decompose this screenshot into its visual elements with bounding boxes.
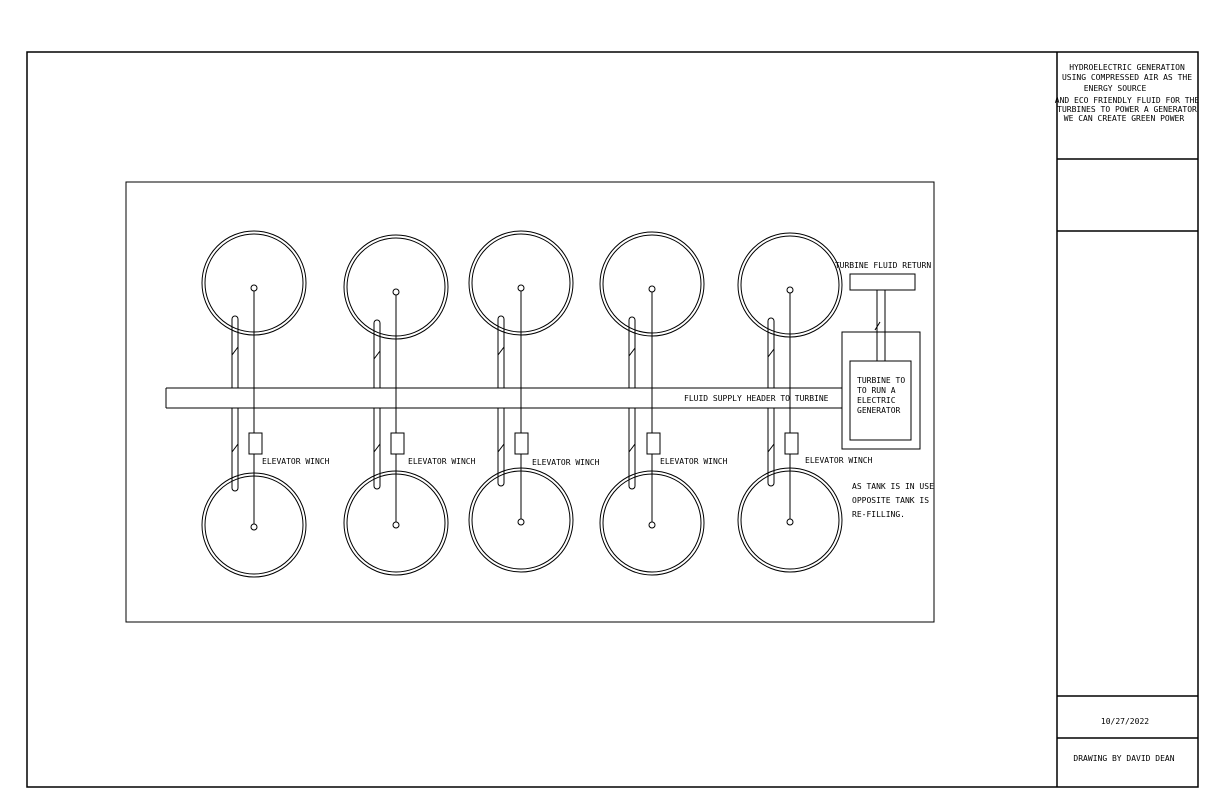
turbine-housing [841, 331, 921, 450]
drawing-date: 10/27/2022 [1101, 717, 1149, 726]
tank-array [201, 230, 843, 578]
note-line-2: OPPOSITE TANK IS [852, 496, 929, 505]
upper-pivot-3 [517, 284, 525, 292]
lower-supply-pipe-2 [373, 408, 381, 490]
turbine-generator-box [849, 360, 912, 441]
note-line-1: AS TANK IS IN USE [852, 482, 934, 491]
upper-pivot-4 [648, 285, 656, 293]
winch-label-4: ELEVATOR WINCH [660, 457, 728, 466]
diagram-frame [125, 181, 935, 623]
lower-pivot-1 [250, 523, 258, 531]
upper-pipe-break-3 [497, 346, 505, 356]
upper-supply-pipe-4 [628, 316, 636, 388]
lower-supply-pipe-5 [767, 408, 775, 487]
upper-supply-pipe-5 [767, 317, 775, 388]
title-line-4: AND ECO FRIENDLY FLUID FOR THE [1055, 96, 1200, 105]
winch-label-2: ELEVATOR WINCH [408, 457, 476, 466]
turbine-label-3: ELECTRIC [857, 396, 896, 405]
turbine-label-2: TO RUN A [857, 386, 896, 395]
lower-pipe-break-1 [231, 443, 239, 453]
supply-header-label: FLUID SUPPLY HEADER TO TURBINE [684, 394, 829, 403]
upper-supply-pipe-2 [373, 319, 381, 388]
lower-pipe-break-4 [628, 443, 636, 453]
upper-supply-pipe-3 [497, 315, 505, 388]
lower-pipe-break-2 [373, 443, 381, 453]
note-line-3: RE-FILLING. [852, 510, 905, 519]
upper-supply-pipe-1 [231, 315, 239, 388]
elevator-winch-1 [248, 432, 263, 455]
winch-label-3: ELEVATOR WINCH [532, 458, 600, 467]
upper-pivot-1 [250, 284, 258, 292]
drawing-author: DRAWING BY DAVID DEAN [1073, 754, 1174, 763]
turbine-label-1: TURBINE TO [857, 376, 905, 385]
title-line-6: WE CAN CREATE GREEN POWER [1064, 114, 1185, 123]
upper-pivot-2 [392, 288, 400, 296]
lower-pipe-break-3 [497, 443, 505, 453]
lower-pipe-break-5 [767, 443, 775, 453]
lower-pivot-4 [648, 521, 656, 529]
elevator-winch-2 [390, 432, 405, 455]
elevator-winch-4 [646, 432, 661, 455]
turbine-return-tank [849, 273, 916, 291]
upper-pipe-break-4 [628, 347, 636, 357]
lower-supply-pipe-3 [497, 408, 505, 487]
sheet-border [26, 51, 1199, 788]
turbine-return-label: TURBINE FLUID RETURN [835, 261, 932, 270]
title-line-2: USING COMPRESSED AIR AS THE [1062, 73, 1192, 82]
winch-label-1: ELEVATOR WINCH [262, 457, 330, 466]
upper-pipe-break-5 [767, 348, 775, 358]
winch-label-5: ELEVATOR WINCH [805, 456, 873, 465]
lower-pivot-3 [517, 518, 525, 526]
upper-pivot-5 [786, 286, 794, 294]
turbine-return-pipe [876, 290, 886, 361]
lower-supply-pipe-4 [628, 408, 636, 490]
title-line-5: TURBINES TO POWER A GENERATOR [1057, 105, 1197, 114]
turbine-return-break [874, 321, 881, 331]
title-line-3: ENERGY SOURCE [1084, 84, 1147, 93]
lower-pivot-5 [786, 518, 794, 526]
upper-pipe-break-1 [231, 346, 239, 356]
title-line-1: HYDROELECTRIC GENERATION [1069, 63, 1185, 72]
lower-supply-pipe-1 [231, 408, 239, 492]
upper-pipe-break-2 [373, 350, 381, 360]
elevator-winch-5 [784, 432, 799, 455]
elevator-winch-3 [514, 432, 529, 455]
lower-pivot-2 [392, 521, 400, 529]
turbine-label-4: GENERATOR [857, 406, 901, 415]
